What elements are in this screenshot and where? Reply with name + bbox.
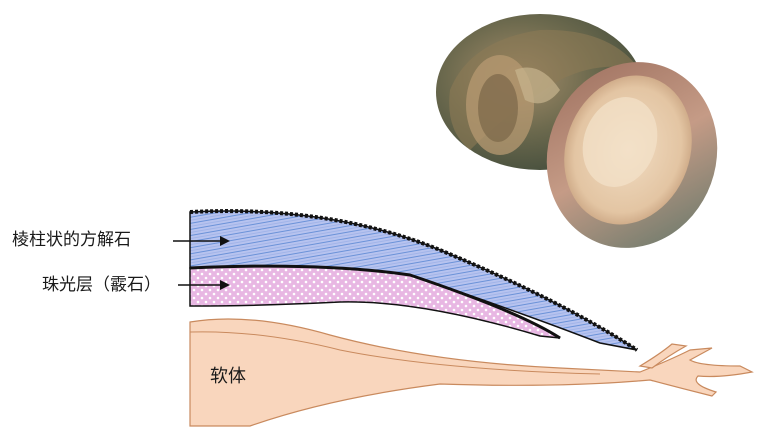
soft-body [189, 318, 754, 427]
calcite-layer-label: 棱柱状的方解石 [12, 230, 131, 250]
soft-body-tentacle [638, 343, 688, 369]
nacre-layer-label: 珠光层（霰石） [42, 275, 161, 295]
soft-body-inner-line [189, 331, 601, 375]
abalone-shell-icon [436, 14, 718, 248]
nacre-top-line [189, 264, 561, 340]
calcite-top-edge [189, 209, 639, 352]
arrow-nacre [178, 280, 230, 290]
arrow-calcite [173, 236, 230, 246]
soft-body-label: 软体 [210, 366, 246, 387]
